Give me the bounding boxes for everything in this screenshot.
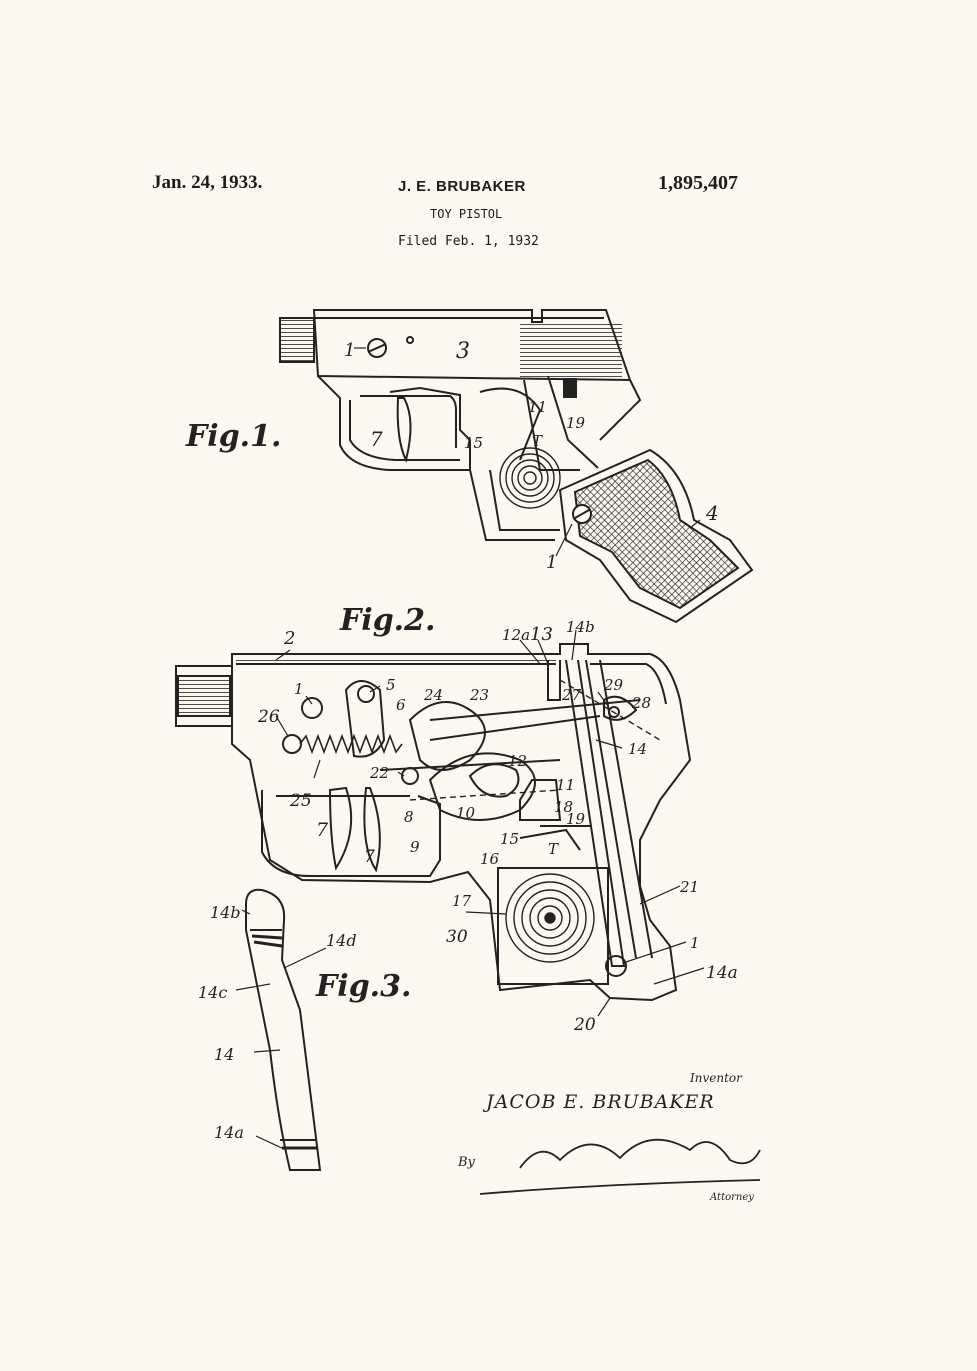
fig2-label-25: 25 — [289, 791, 312, 811]
fig2-label-24: 24 — [423, 686, 443, 704]
by-caption: By — [457, 1155, 476, 1170]
fig3-drawing — [235, 888, 327, 1171]
fig2-label-13: 13 — [530, 624, 553, 645]
fig2-drawing — [175, 629, 705, 1017]
fig2-label-23: 23 — [469, 686, 489, 704]
inventor-header: J. E. BRUBAKER — [398, 178, 526, 195]
fig2-label-1: 1 — [294, 680, 304, 698]
fig2-title: Fig.2. — [339, 603, 435, 638]
fig2-label-16: 16 — [480, 850, 500, 868]
fig2-label-7b: 7 — [364, 847, 375, 867]
fig2-label-27: 27 — [561, 686, 582, 704]
fig2-label-20: 20 — [573, 1015, 596, 1035]
attorney-signature — [479, 1138, 761, 1195]
fig1-labels: 1 3 7 15 T 11 19 4 1 — [344, 339, 719, 573]
signature-block: Inventor JACOB E. BRUBAKER By Attorney — [457, 1071, 761, 1203]
fig3-label-14a: 14a — [214, 1123, 244, 1142]
fig1-label-19: 19 — [566, 414, 586, 432]
fig2-label-9: 9 — [410, 838, 420, 856]
fig2-label-22: 22 — [369, 764, 389, 782]
fig1-label-1: 1 — [344, 340, 355, 361]
fig2-label-19: 19 — [566, 810, 586, 828]
fig2-label-10: 10 — [456, 804, 476, 822]
fig2-label-12: 12 — [508, 752, 527, 770]
inventor-caption: Inventor — [689, 1071, 743, 1085]
fig2-labels: 2 12a 13 14b 1 5 6 24 23 27 29 28 26 14 … — [257, 618, 738, 1035]
fig1-label-7: 7 — [370, 427, 383, 451]
fig2-label-7: 7 — [316, 819, 329, 841]
fig1-label-4: 4 — [705, 501, 719, 525]
patent-date: Jan. 24, 1933. — [152, 172, 263, 193]
fig2-label-29: 29 — [603, 676, 624, 694]
inventor-signature-name: JACOB E. BRUBAKER — [482, 1091, 715, 1113]
fig2-label-21: 21 — [679, 878, 699, 896]
attorney-caption: Attorney — [709, 1192, 754, 1203]
fig1-label-t: T — [532, 432, 543, 450]
patent-number: 1,895,407 — [658, 172, 738, 194]
fig3-labels: 14b 14d 14c 14 14a — [198, 903, 357, 1142]
fig3-label-14: 14 — [214, 1045, 234, 1064]
fig2-label-18: 18 — [554, 798, 573, 816]
fig2-label-15: 15 — [500, 830, 519, 848]
fig2-label-14b: 14b — [566, 618, 595, 636]
fig2-label-26: 26 — [257, 707, 280, 727]
filed-date: Filed Feb. 1, 1932 — [398, 234, 539, 249]
fig1-label-1b: 1 — [546, 552, 557, 573]
fig2-label-t: T — [548, 840, 559, 858]
fig1-label-3: 3 — [456, 339, 470, 364]
fig3-title: Fig.3. — [315, 969, 411, 1004]
fig1-label-15: 15 — [464, 434, 483, 452]
fig3-label-14d: 14d — [326, 931, 357, 950]
fig2-label-2: 2 — [283, 628, 295, 649]
fig2-label-8: 8 — [404, 808, 414, 826]
fig3-label-14c: 14c — [198, 983, 227, 1002]
fig2-label-17: 17 — [452, 892, 472, 910]
fig2-label-30: 30 — [446, 927, 468, 947]
fig2-label-14a: 14a — [706, 963, 738, 983]
fig2-label-12a: 12a — [502, 626, 530, 644]
fig3-label-14b: 14b — [210, 903, 241, 922]
fig2-label-11: 11 — [556, 776, 575, 794]
fig2-label-28: 28 — [631, 694, 651, 712]
fig2-label-6: 6 — [396, 696, 406, 714]
fig1-label-11: 11 — [528, 398, 547, 416]
fig1-title: Fig.1. — [185, 419, 281, 454]
fig2-label-14: 14 — [628, 740, 647, 758]
fig2-label-1b: 1 — [690, 934, 700, 952]
fig1-drawing — [279, 309, 754, 624]
fig2-label-5: 5 — [386, 676, 396, 694]
patent-title: TOY PISTOL — [430, 207, 503, 221]
